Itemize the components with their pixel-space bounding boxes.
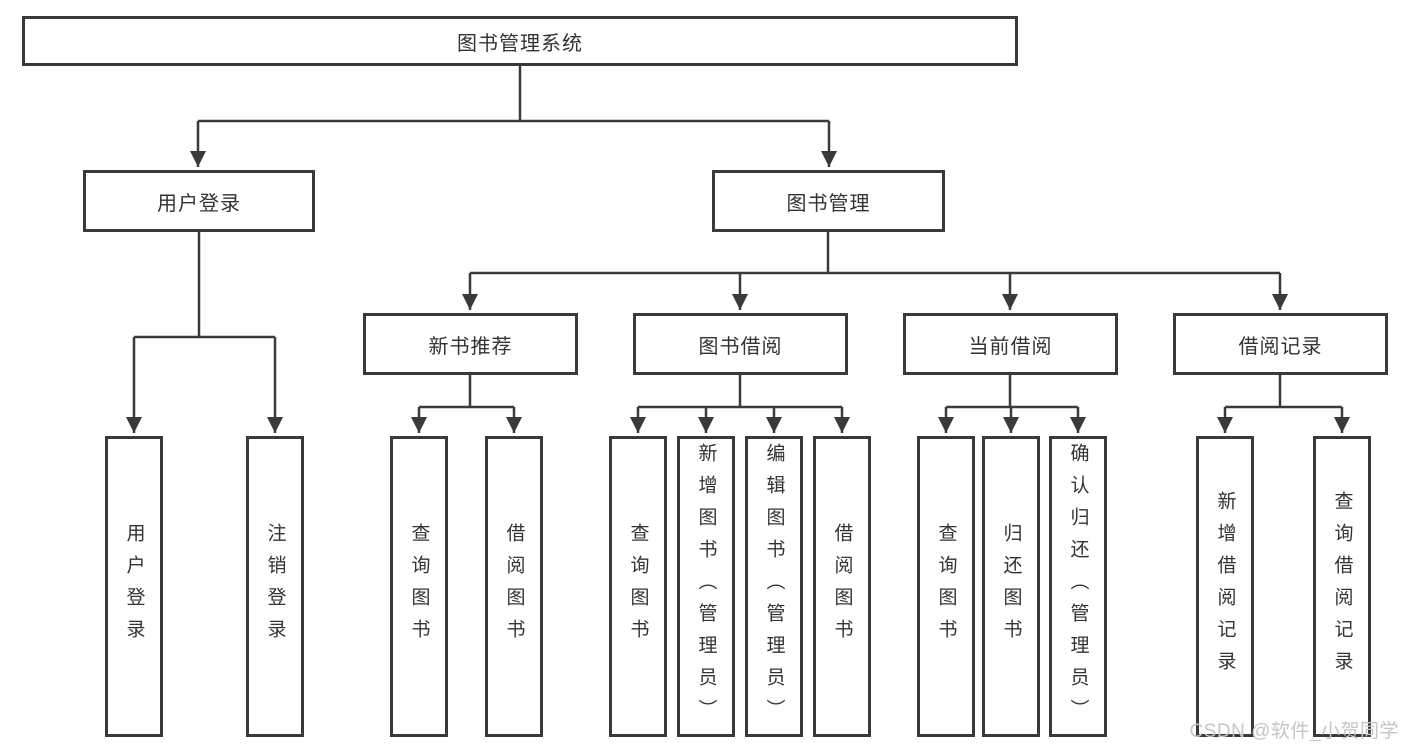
node-leaf-add-borrow-record-label: 新增借阅记录 [1214,490,1236,683]
node-leaf-confirm-return-admin-label: 确认归还（管理员） [1067,442,1089,731]
node-leaf-borrow-book-1: 借阅图书 [485,436,543,737]
node-leaf-query-book-1: 查询图书 [390,436,448,737]
node-leaf-borrow-book-2: 借阅图书 [813,436,871,737]
node-leaf-add-book-admin-label: 新增图书（管理员） [695,442,717,731]
node-borrow-records: 借阅记录 [1173,313,1388,375]
node-leaf-return-book-label: 归还图书 [1000,522,1022,651]
node-leaf-query-book-2: 查询图书 [609,436,667,737]
node-current-borrow-label: 当前借阅 [968,335,1053,358]
node-leaf-query-borrow-record: 查询借阅记录 [1313,436,1371,737]
node-leaf-query-borrow-record-label: 查询借阅记录 [1331,490,1353,683]
node-leaf-query-book-3-label: 查询图书 [935,522,957,651]
csdn-watermark: CSDN @软件_小贺同学 [1189,721,1399,742]
node-user-login-label: 用户登录 [157,192,241,215]
node-leaf-query-book-1-label: 查询图书 [408,522,430,651]
node-book-borrow-label: 图书借阅 [698,335,783,358]
node-leaf-edit-book-admin-label: 编辑图书（管理员） [763,442,785,731]
node-current-borrow: 当前借阅 [903,313,1118,375]
node-new-book-recommend: 新书推荐 [363,313,578,375]
node-book-management-label: 图书管理 [786,192,871,215]
node-leaf-query-book-3: 查询图书 [917,436,975,737]
node-leaf-logout-label: 注销登录 [264,522,286,651]
node-book-management: 图书管理 [712,170,945,232]
node-leaf-edit-book-admin: 编辑图书（管理员） [745,436,803,737]
node-leaf-add-book-admin: 新增图书（管理员） [677,436,735,737]
node-leaf-return-book: 归还图书 [982,436,1040,737]
node-root-system-label: 图书管理系统 [457,32,583,55]
node-leaf-borrow-book-1-label: 借阅图书 [503,522,525,651]
node-leaf-logout: 注销登录 [246,436,304,737]
node-leaf-query-book-2-label: 查询图书 [627,522,649,651]
node-borrow-records-label: 借阅记录 [1238,335,1323,358]
node-leaf-user-login: 用户登录 [105,436,163,737]
node-user-login: 用户登录 [83,170,315,232]
node-leaf-borrow-book-2-label: 借阅图书 [831,522,853,651]
node-leaf-user-login-label: 用户登录 [123,522,145,651]
node-root-system: 图书管理系统 [22,16,1018,66]
node-new-book-recommend-label: 新书推荐 [428,335,513,358]
node-leaf-add-borrow-record: 新增借阅记录 [1196,436,1254,737]
node-book-borrow: 图书借阅 [633,313,848,375]
node-leaf-confirm-return-admin: 确认归还（管理员） [1049,436,1107,737]
